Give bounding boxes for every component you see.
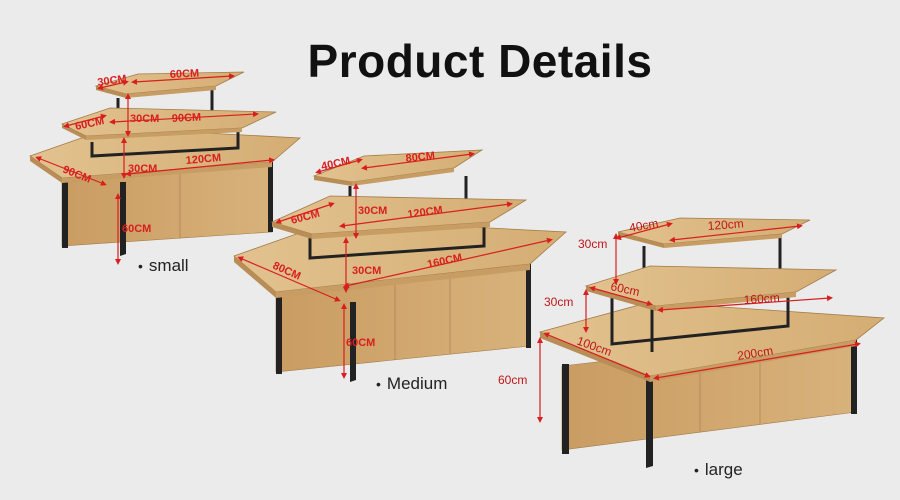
- large-dim-top-width: 120cm: [707, 217, 744, 233]
- medium-dim-base-height: 60CM: [346, 337, 375, 349]
- large-dim-top-height: 30cm: [578, 237, 607, 251]
- large-dim-mid-width: 160cm: [743, 291, 780, 307]
- large-dim-mid-depth: 60cm: [609, 279, 641, 299]
- large-dim-mid-height: 30cm: [544, 295, 573, 309]
- large-dim-base-height: 60cm: [498, 373, 527, 387]
- small-dim-top-depth: 30CM: [97, 73, 128, 89]
- small-dim-mid-depth: 60CM: [74, 115, 105, 133]
- small-dim-base-width: 120CM: [185, 152, 221, 167]
- small-dim-mid-width: 90CM: [172, 111, 202, 125]
- caption-medium: •Medium: [376, 374, 448, 393]
- medium-dim-mid-height: 30CM: [352, 265, 381, 277]
- medium-dim-mid-width: 120CM: [407, 204, 444, 221]
- large-shelf: 40cm 120cm 30cm 60cm 160cm 30cm 100cm 20…: [498, 216, 886, 468]
- large-dim-top-depth: 40cm: [628, 216, 659, 235]
- medium-shelf: 40CM 80CM 30CM 60CM 120CM 30CM 80CM 160C…: [233, 149, 567, 382]
- small-dim-base-height: 60CM: [122, 223, 151, 235]
- small-shelf: 30CM 60CM 30CM 60CM 90CM 30CM 90CM 120CM…: [29, 67, 302, 265]
- small-dim-mid-height: 30CM: [128, 163, 157, 175]
- medium-dim-top-depth: 40CM: [320, 155, 351, 173]
- small-dim-top-width: 60CM: [170, 67, 200, 81]
- page-title: Product Details: [307, 35, 653, 87]
- small-dim-top-height: 30CM: [130, 113, 159, 125]
- medium-dim-top-width: 80CM: [405, 150, 435, 165]
- large-dim-base-width: 200cm: [736, 343, 774, 362]
- caption-small: •small: [138, 256, 189, 275]
- caption-large: •large: [694, 460, 743, 479]
- medium-dim-top-height: 30CM: [358, 205, 387, 217]
